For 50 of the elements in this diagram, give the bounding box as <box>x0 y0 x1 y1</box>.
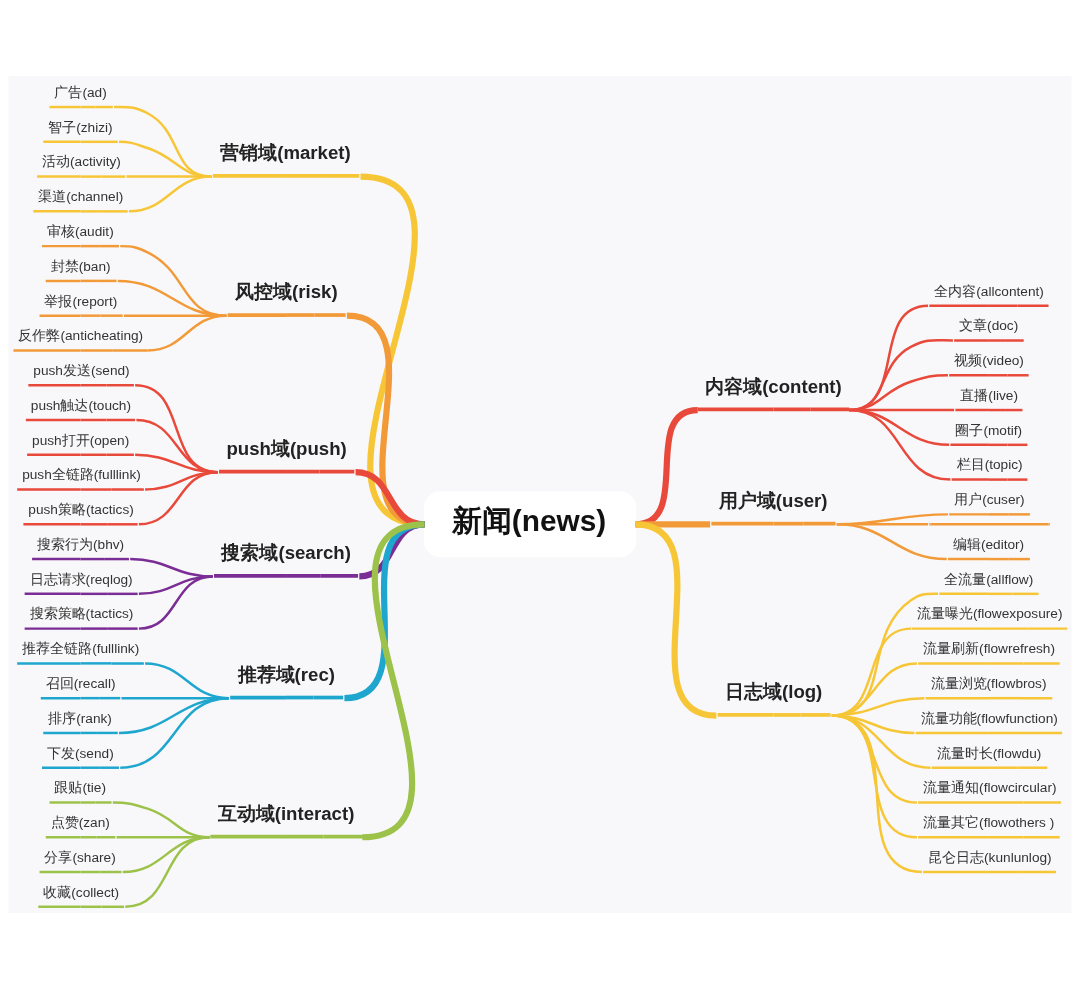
node-label: 封禁(ban) <box>50 258 111 274</box>
node-label: 推荐域(rec) <box>237 663 335 685</box>
node-label: 流量功能(flowfunction) <box>920 710 1058 726</box>
node-label: 渠道(channel) <box>38 188 124 204</box>
node-label: 栏目(topic) <box>956 456 1023 472</box>
node-label: 排序(rank) <box>48 710 112 726</box>
node-label: 流量时长(flowdu) <box>936 745 1042 761</box>
node-label: 智子(zhizi) <box>48 119 113 135</box>
node-label: 流量通知(flowcircular) <box>923 779 1057 795</box>
node-label: 流量曝光(flowexposure) <box>916 605 1063 621</box>
node-label: push触达(touch) <box>30 397 131 413</box>
node-label: 营销域(market) <box>220 141 351 163</box>
node-label: 召回(recall) <box>45 675 116 691</box>
node-label: 圈子(motif) <box>955 422 1023 438</box>
node-label: 直播(live) <box>960 387 1018 403</box>
node-label: 视频(video) <box>954 352 1024 368</box>
node-label: 流量刷新(flowrefresh) <box>923 640 1055 656</box>
node-label: 搜索域(search) <box>221 541 351 563</box>
node-label: push全链路(fulllink) <box>22 466 141 482</box>
node-label: 风控域(risk) <box>235 280 338 302</box>
node-label: 下发(send) <box>46 745 114 761</box>
node-label: 编辑(editor) <box>952 536 1025 552</box>
node-label: 内容域(content) <box>705 375 842 397</box>
node-label: push域(push) <box>226 437 347 459</box>
node-label: 全内容(allcontent) <box>934 283 1044 299</box>
node-label: 举报(report) <box>44 292 118 308</box>
node-label: 日志域(log) <box>725 680 823 702</box>
node-label: 反作弊(anticheating) <box>18 327 144 343</box>
node-label: 搜索策略(tactics) <box>29 605 134 621</box>
node-label: 推荐全链路(fulllink) <box>22 640 140 656</box>
node-label: 搜索行为(bhv) <box>37 536 125 552</box>
node-label: 分享(share) <box>44 849 116 865</box>
node-label: 审核(audit) <box>46 223 114 239</box>
node-label: 互动域(interact) <box>217 802 355 824</box>
node-label: push发送(send) <box>33 362 130 378</box>
node-label: 文章(doc) <box>959 317 1019 333</box>
node-label: push打开(open) <box>32 432 130 448</box>
node-label: 流量浏览(flowbros) <box>930 675 1047 691</box>
node-label: 点赞(zan) <box>50 814 110 830</box>
node-label: 日志请求(reqlog) <box>29 571 133 587</box>
node-label: 跟贴(tie) <box>54 779 106 795</box>
node-label: 活动(activity) <box>42 153 121 169</box>
node-label: 收藏(collect) <box>43 884 120 900</box>
node-label: 流量其它(flowothers ) <box>923 814 1055 830</box>
node-label: 广告(ad) <box>54 84 107 100</box>
node-label: push策略(tactics) <box>28 501 134 517</box>
node-label: 昆仑日志(kunlunlog) <box>928 849 1052 865</box>
node-label: 全流量(allflow) <box>944 571 1034 587</box>
node-label: 用户域(user) <box>718 489 828 511</box>
node-label: 用户(cuser) <box>954 491 1025 507</box>
